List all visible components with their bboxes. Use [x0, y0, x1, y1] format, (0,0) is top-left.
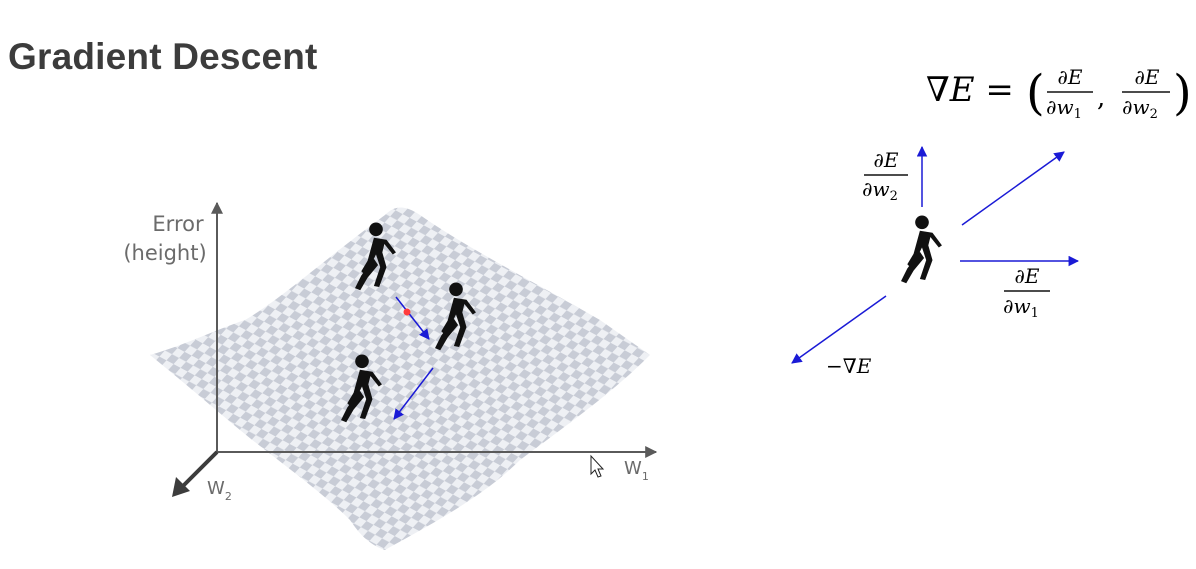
formula-close-paren: ) — [1173, 65, 1192, 121]
x-axis-label-letter: W — [624, 458, 642, 479]
page-title: Gradient Descent — [8, 36, 318, 77]
formula-frac1-den-letter: ∂w — [1046, 95, 1073, 119]
partial-w2-label: ∂E ∂w2 — [862, 148, 908, 204]
formula-lhs: ∇E = — [926, 70, 1014, 110]
z-axis-label-letter: W — [207, 478, 225, 499]
partial-w2-num: ∂E — [874, 148, 899, 172]
partial-w1-den-letter: ∂w — [1003, 294, 1030, 318]
x-axis-label: W1 — [624, 458, 649, 483]
negative-gradient-arrow — [791, 295, 887, 364]
partial-w1-den: ∂w1 — [1003, 294, 1039, 321]
partial-w2-den-letter: ∂w — [862, 177, 889, 201]
partial-w2-den: ∂w2 — [862, 177, 898, 204]
formula-frac1-num: ∂E — [1058, 65, 1083, 89]
surface-axes — [172, 201, 658, 497]
partial-w2-den-sub: 2 — [890, 189, 898, 204]
partial-w1-label: ∂E ∂w1 — [1003, 264, 1050, 321]
walking-person-icon — [901, 215, 942, 284]
descent-arrow-1 — [395, 296, 430, 340]
z-axis-label: W2 — [207, 478, 232, 503]
w2-axis-arrowhead — [172, 477, 190, 497]
descent-marker — [403, 308, 411, 316]
y-axis-label-line1: Error — [152, 212, 204, 236]
formula-frac1-den-sub: 1 — [1074, 107, 1082, 122]
partial-w1-den-sub: 1 — [1031, 306, 1039, 321]
formula-frac2-den: ∂w2 — [1122, 95, 1158, 122]
descent-arrow-2 — [393, 367, 434, 420]
error-surface — [150, 207, 650, 550]
w2-axis-line — [177, 450, 219, 492]
gradient-arrow — [961, 151, 1065, 226]
formula-frac2-den-letter: ∂w — [1122, 95, 1149, 119]
formula-frac2-num: ∂E — [1135, 65, 1160, 89]
gradient-formula: ∇E = ( ∂E ∂w1 , ∂E ∂w2 ) — [926, 65, 1192, 122]
formula-separator: , — [1097, 83, 1105, 113]
partial-w1-num: ∂E — [1015, 264, 1040, 288]
mouse-cursor-icon — [590, 454, 605, 478]
y-axis-label-line2: (height) — [123, 241, 206, 265]
z-axis-label-sub: 2 — [225, 490, 232, 503]
formula-open-paren: ( — [1026, 65, 1045, 121]
formula-frac1-den: ∂w1 — [1046, 95, 1082, 122]
negative-gradient-label: −∇E — [826, 354, 872, 378]
formula-frac2-den-sub: 2 — [1150, 107, 1158, 122]
x-axis-label-sub: 1 — [642, 470, 649, 483]
